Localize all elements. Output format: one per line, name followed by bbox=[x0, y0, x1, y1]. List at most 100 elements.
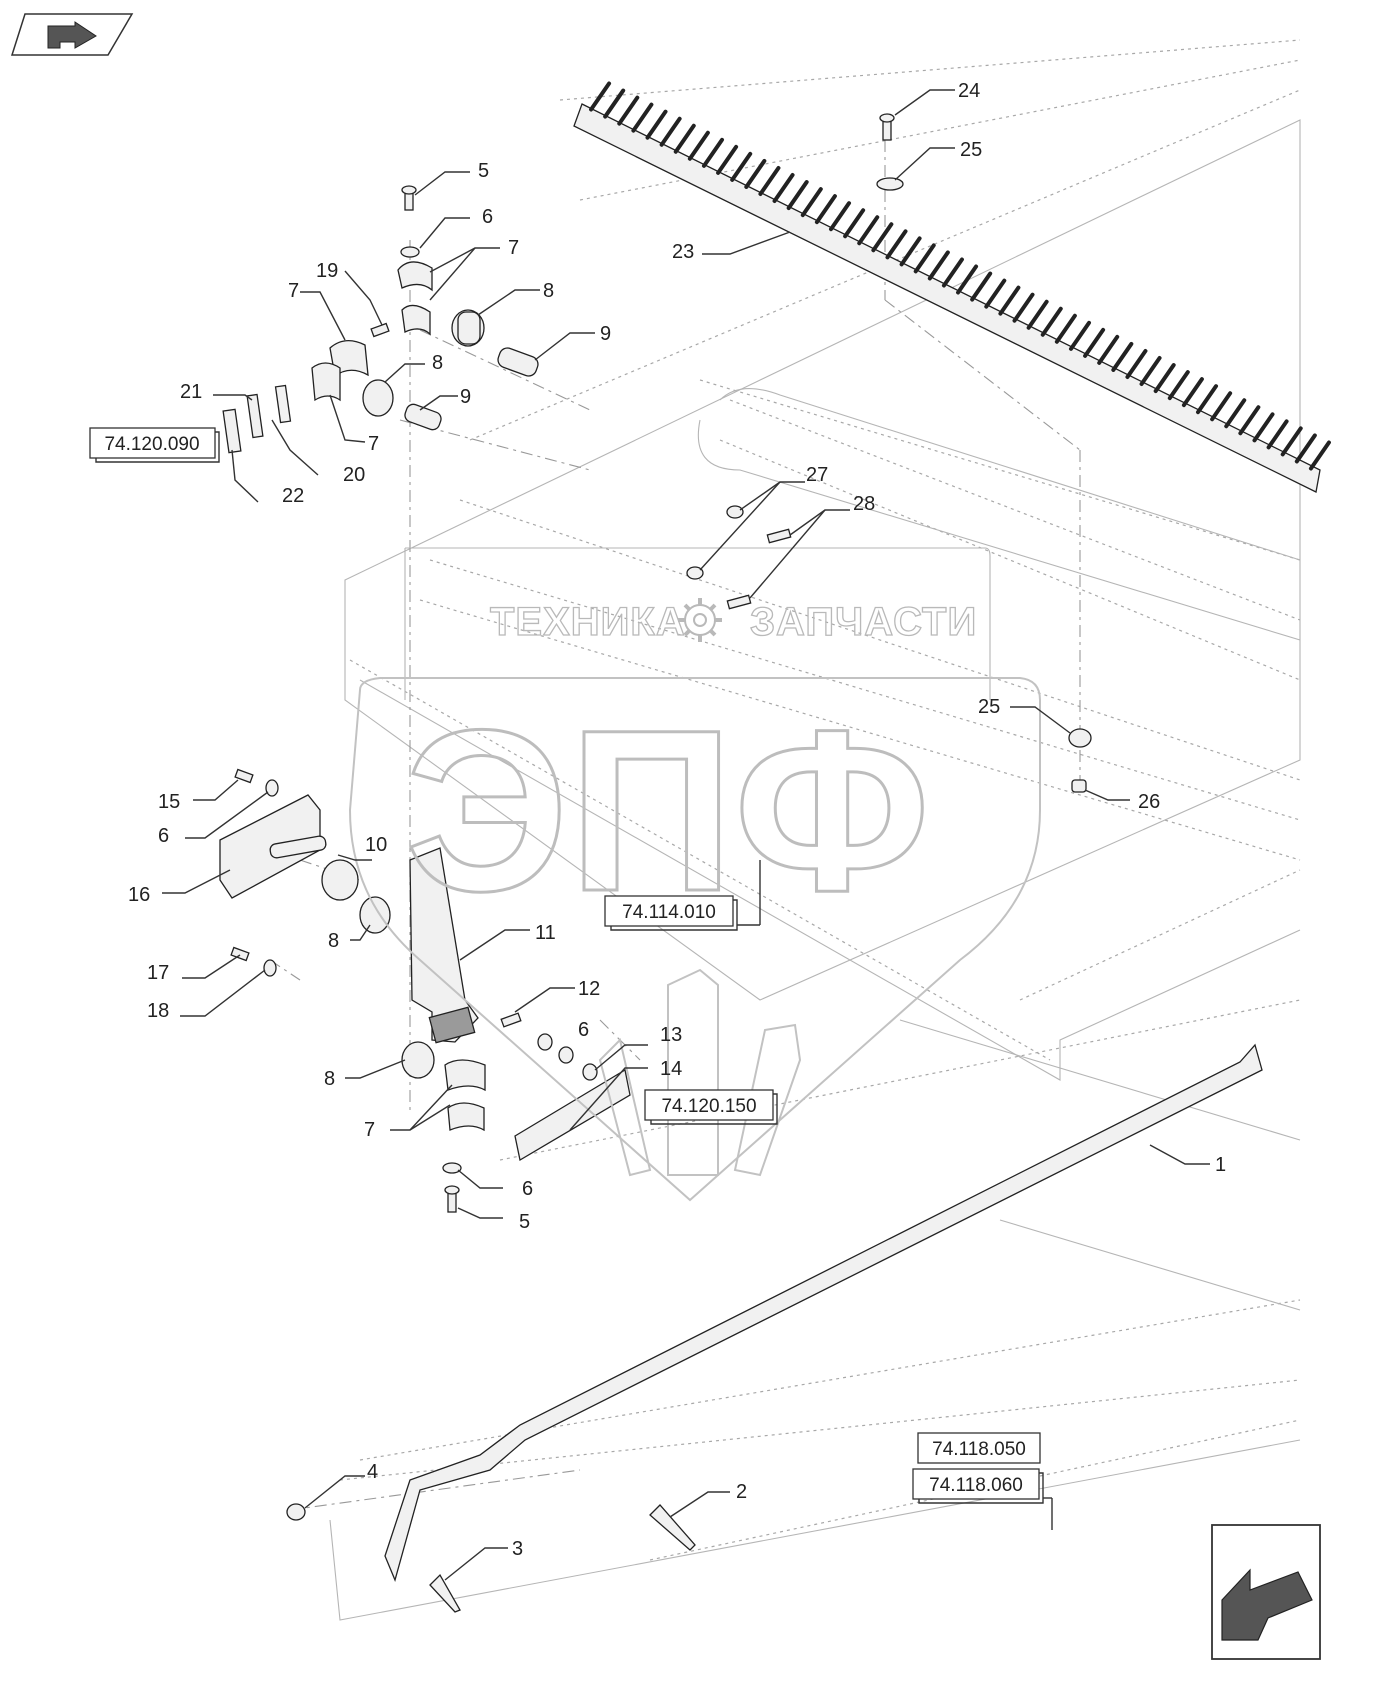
svg-text:74.120.090: 74.120.090 bbox=[104, 434, 199, 455]
callout-8[interactable]: 8 bbox=[543, 280, 554, 302]
comb-tooth bbox=[927, 250, 950, 281]
comb-tooth bbox=[1238, 405, 1261, 436]
callout-25[interactable]: 25 bbox=[960, 139, 982, 161]
forward-arrow-icon[interactable] bbox=[1211, 1524, 1321, 1660]
comb-tooth bbox=[857, 215, 880, 246]
callout-28[interactable]: 28 bbox=[853, 493, 875, 515]
part-23-comb-bar bbox=[573, 81, 1331, 493]
callout-19[interactable]: 19 bbox=[316, 260, 338, 282]
callout-6[interactable]: 6 bbox=[158, 825, 169, 847]
callout-11[interactable]: 11 bbox=[535, 922, 556, 944]
callout-16[interactable]: 16 bbox=[128, 884, 150, 906]
comb-tooth bbox=[913, 243, 936, 274]
comb-tooth bbox=[673, 123, 696, 154]
callout-6[interactable]: 6 bbox=[482, 206, 493, 228]
callout-26[interactable]: 26 bbox=[1138, 791, 1160, 813]
callout-21[interactable]: 21 bbox=[180, 381, 202, 403]
comb-tooth bbox=[1153, 363, 1176, 394]
callout-14[interactable]: 14 bbox=[660, 1058, 682, 1080]
callout-20[interactable]: 20 bbox=[343, 464, 365, 486]
lower-bushing-group bbox=[401, 1012, 631, 1213]
comb-tooth bbox=[1167, 370, 1190, 401]
pivot-plate-group bbox=[219, 768, 391, 977]
callout-13[interactable]: 13 bbox=[660, 1024, 682, 1046]
callout-18[interactable]: 18 bbox=[147, 1000, 169, 1022]
comb-tooth bbox=[885, 229, 908, 260]
comb-tooth bbox=[1294, 433, 1317, 464]
part-11-arm bbox=[409, 847, 479, 1044]
callout-15[interactable]: 15 bbox=[158, 791, 180, 813]
callout-25[interactable]: 25 bbox=[978, 696, 1000, 718]
callout-24[interactable]: 24 bbox=[958, 80, 980, 102]
svg-text:74.120.150: 74.120.150 bbox=[661, 1096, 756, 1117]
callout-10[interactable]: 10 bbox=[365, 834, 387, 856]
comb-tooth bbox=[730, 151, 753, 182]
callout-6[interactable]: 6 bbox=[522, 1178, 533, 1200]
comb-tooth bbox=[1040, 306, 1063, 337]
comb-tooth bbox=[1097, 334, 1120, 365]
comb-tooth bbox=[1012, 292, 1035, 323]
callout-2[interactable]: 2 bbox=[736, 1481, 747, 1503]
callout-22[interactable]: 22 bbox=[282, 485, 304, 507]
callout-9[interactable]: 9 bbox=[460, 386, 471, 408]
callout-23[interactable]: 23 bbox=[672, 241, 694, 263]
callout-7[interactable]: 7 bbox=[508, 237, 519, 259]
callout-5[interactable]: 5 bbox=[478, 160, 489, 182]
comb-tooth bbox=[899, 236, 922, 267]
callout-1[interactable]: 1 bbox=[1215, 1154, 1226, 1176]
callout-numbers: 1 2 3 4 5 5 6 6 6 6 7 7 7 7 8 8 8 8 9 9 … bbox=[128, 80, 1226, 1560]
callout-12[interactable]: 12 bbox=[578, 978, 600, 1000]
callout-5[interactable]: 5 bbox=[519, 1211, 530, 1233]
comb-tooth bbox=[701, 137, 724, 168]
right-hardware-group bbox=[286, 113, 1092, 1613]
watermark-right-text: ЗАПЧАСТИ bbox=[750, 600, 977, 644]
callout-3[interactable]: 3 bbox=[512, 1538, 523, 1560]
comb-tooth bbox=[1054, 313, 1077, 344]
callout-17[interactable]: 17 bbox=[147, 962, 169, 984]
comb-tooth bbox=[1181, 377, 1204, 408]
header-frame-ghost bbox=[329, 39, 1301, 1621]
reference-boxes: 74.120.090 74.114.010 74.120.150 74.118.… bbox=[89, 427, 1053, 1530]
comb-tooth bbox=[645, 109, 668, 140]
comb-tooth bbox=[984, 278, 1007, 309]
comb-tooth bbox=[1125, 348, 1148, 379]
ref-74-120-090[interactable]: 74.120.090 bbox=[89, 427, 220, 463]
comb-tooth bbox=[1224, 398, 1247, 429]
svg-text:74.114.010: 74.114.010 bbox=[622, 902, 716, 923]
back-arrow-icon[interactable] bbox=[10, 13, 134, 56]
comb-tooth bbox=[687, 130, 710, 161]
callout-4[interactable]: 4 bbox=[367, 1461, 378, 1483]
comb-tooth bbox=[843, 208, 866, 239]
comb-tooth bbox=[659, 116, 682, 147]
callout-8[interactable]: 8 bbox=[328, 930, 339, 952]
callout-8[interactable]: 8 bbox=[432, 352, 443, 374]
ref-74-114-010[interactable]: 74.114.010 bbox=[604, 860, 761, 931]
leader-lines bbox=[162, 89, 1210, 1581]
comb-tooth bbox=[800, 187, 823, 218]
comb-tooth bbox=[1068, 320, 1091, 351]
ref-74-120-150[interactable]: 74.120.150 bbox=[644, 1089, 778, 1125]
callout-6[interactable]: 6 bbox=[578, 1019, 589, 1041]
comb-tooth bbox=[716, 144, 739, 175]
callout-8[interactable]: 8 bbox=[324, 1068, 335, 1090]
callout-27[interactable]: 27 bbox=[806, 464, 828, 486]
comb-tooth bbox=[744, 158, 767, 189]
comb-tooth bbox=[1280, 426, 1303, 457]
comb-tooth bbox=[631, 102, 654, 133]
callout-7[interactable]: 7 bbox=[364, 1119, 375, 1141]
watermark-left-text: ТЕХНИКА bbox=[490, 600, 686, 644]
comb-tooth bbox=[970, 271, 993, 302]
comb-tooth bbox=[1210, 391, 1233, 422]
callout-7[interactable]: 7 bbox=[368, 433, 379, 455]
ref-74-118-050[interactable]: 74.118.050 bbox=[917, 1432, 1041, 1464]
comb-tooth bbox=[758, 165, 781, 196]
comb-tooth bbox=[1196, 384, 1219, 415]
callout-7[interactable]: 7 bbox=[288, 280, 299, 302]
comb-tooth bbox=[941, 257, 964, 288]
callout-9[interactable]: 9 bbox=[600, 323, 611, 345]
comb-tooth bbox=[956, 264, 979, 295]
comb-tooth bbox=[871, 222, 894, 253]
ref-74-118-060[interactable]: 74.118.060 bbox=[912, 1468, 1053, 1530]
comb-tooth bbox=[829, 201, 852, 232]
